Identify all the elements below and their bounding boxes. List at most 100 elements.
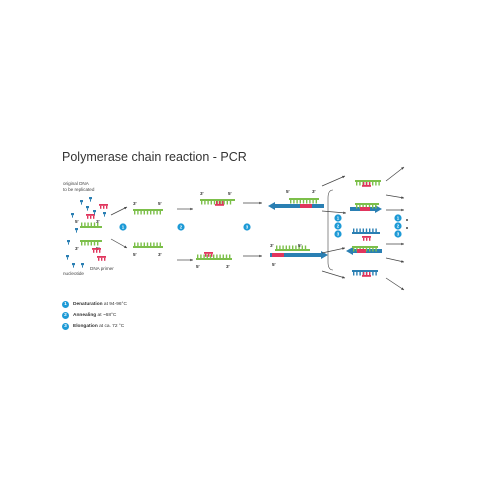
dna-strand <box>355 203 379 205</box>
primer-tooth <box>99 249 101 253</box>
primer-tooth <box>106 205 108 209</box>
base-tooth <box>372 205 374 209</box>
process-arrow <box>110 238 128 249</box>
dna-primer <box>97 256 106 258</box>
base-tooth <box>296 200 298 204</box>
nucleotide <box>80 200 83 203</box>
primer-tooth <box>366 182 368 185</box>
primer-tooth <box>363 272 365 275</box>
base-tooth <box>223 201 225 205</box>
nucleotide <box>67 240 70 243</box>
primer-tooth <box>369 182 371 185</box>
step-term: Denaturation <box>73 302 103 307</box>
base-tooth <box>369 248 371 252</box>
base-tooth <box>140 211 142 215</box>
base-tooth <box>143 211 145 215</box>
primer-tooth <box>93 249 95 253</box>
base-tooth <box>81 242 83 246</box>
base-tooth <box>156 211 158 215</box>
nucleotide <box>71 213 74 216</box>
base-tooth <box>359 182 361 186</box>
base-tooth <box>288 245 291 249</box>
dna-strand <box>275 249 310 251</box>
arrow-head <box>401 196 404 199</box>
arrow-head <box>124 245 127 248</box>
base-tooth <box>159 211 161 215</box>
nucleotide <box>75 228 78 231</box>
primer-tooth <box>104 257 106 261</box>
base-tooth <box>84 222 86 226</box>
arrow-head <box>401 242 404 246</box>
primer-tooth <box>205 253 207 257</box>
step-circle <box>119 223 127 231</box>
base-tooth <box>285 245 287 249</box>
base-tooth <box>356 182 358 186</box>
strand-end-label: 5' <box>75 219 79 224</box>
step-circle-number: 3 <box>397 232 400 237</box>
base-tooth <box>87 222 89 226</box>
nucleotide-stem <box>82 265 83 268</box>
base-tooth <box>213 201 216 205</box>
base-tooth <box>137 242 139 246</box>
base-tooth <box>365 228 368 232</box>
base-tooth <box>93 222 96 226</box>
base-tooth <box>153 242 155 246</box>
nucleotide <box>86 206 89 209</box>
step-circle <box>334 214 342 222</box>
strand-end-label: 3' <box>133 201 137 206</box>
base-tooth <box>282 245 284 249</box>
primer-tooth <box>211 253 213 257</box>
base-tooth <box>279 245 281 249</box>
dna-strand <box>200 199 235 201</box>
step-circle-number: 2 <box>180 225 183 230</box>
dna-primer <box>362 185 371 187</box>
arrow-head <box>124 207 127 210</box>
process-arrow <box>321 210 347 214</box>
base-tooth <box>229 254 231 258</box>
step-detail: at 94-96°C <box>102 302 127 307</box>
step-circle-number: 1 <box>337 216 340 221</box>
base-tooth <box>210 201 212 205</box>
base-tooth <box>216 254 218 258</box>
primer-tooth <box>366 272 368 275</box>
base-tooth <box>372 272 374 276</box>
arrow-head <box>342 247 345 250</box>
arrow-head <box>401 260 404 263</box>
base-tooth <box>134 242 136 246</box>
diagram-title: Polymerase chain reaction - PCR <box>62 150 247 164</box>
strand-end-label: 5' <box>228 191 232 196</box>
base-tooth <box>378 182 380 186</box>
step-circle <box>394 214 402 222</box>
nucleotide-stem <box>67 257 68 260</box>
base-tooth <box>372 182 374 186</box>
nucleotide-stem <box>87 208 88 211</box>
process-arrow <box>110 206 128 216</box>
primer-tooth <box>219 201 221 204</box>
step-circle <box>394 230 402 238</box>
base-tooth <box>375 205 377 209</box>
label-nucleotide: nucleotide <box>63 271 84 276</box>
base-tooth <box>97 222 99 226</box>
base-tooth <box>293 200 295 204</box>
base-tooth <box>203 254 205 258</box>
primer-segment <box>360 207 370 211</box>
step-circle <box>334 222 342 230</box>
step-number-badge: 2 <box>62 312 69 319</box>
step-detail: at ca. 72 °C <box>97 324 125 329</box>
step-circle <box>243 223 251 231</box>
base-tooth <box>292 245 294 249</box>
base-tooth <box>97 242 99 246</box>
arrow-head <box>343 211 346 215</box>
strand-end-label: 3' <box>75 246 79 251</box>
arrow-head <box>401 208 404 212</box>
base-tooth <box>372 228 374 232</box>
base-tooth <box>153 211 155 215</box>
nucleotide-stem <box>72 215 73 218</box>
process-arrow <box>385 277 405 291</box>
base-tooth <box>146 242 149 246</box>
arrow-head <box>401 287 404 290</box>
arrow-head <box>342 275 345 279</box>
step-circle-number: 2 <box>337 224 340 229</box>
process-arrow <box>321 270 346 279</box>
arrow-head <box>342 175 345 179</box>
